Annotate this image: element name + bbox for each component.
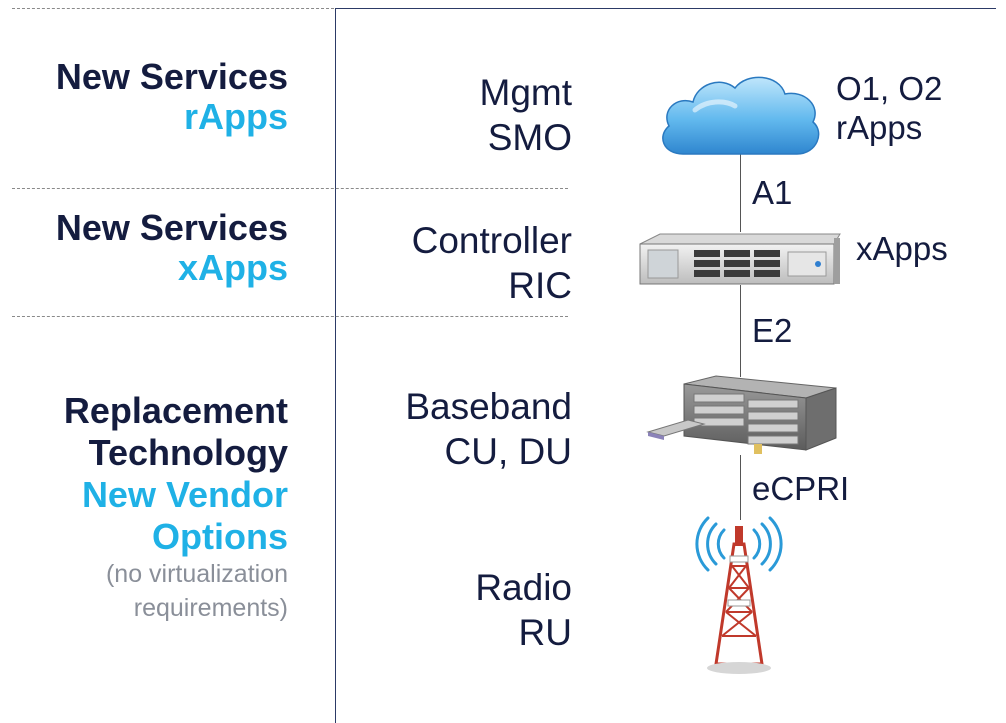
smo-label: Mgmt SMO — [480, 70, 573, 160]
xapps-subtitle: xApps — [177, 246, 288, 288]
radio-tower-icon — [695, 516, 783, 674]
connector-server-baseband — [740, 285, 741, 377]
connector-baseband-tower — [740, 455, 741, 520]
radio-label: Radio RU — [475, 565, 572, 655]
replacement-subtitle-line2: Options — [152, 516, 288, 558]
cloud-label: O1, O2 rApps — [836, 70, 942, 148]
xapps-group: New Services xApps — [56, 208, 288, 287]
ecpri-interface-label: eCPRI — [752, 470, 850, 507]
ric-label: Controller RIC — [412, 218, 572, 308]
connector-cloud-server — [740, 150, 741, 232]
baseband-line1: Baseband — [405, 386, 572, 427]
replacement-subtitle-line1: New Vendor — [81, 474, 288, 516]
divider-xapps-replacement — [12, 316, 568, 317]
server-label: xApps — [856, 230, 948, 267]
replacement-group: Replacement Technology New Vendor Option… — [64, 390, 288, 626]
replacement-title-line2: Technology — [88, 432, 288, 474]
radio-line1: Radio — [475, 567, 572, 608]
cloud-icon — [662, 76, 820, 155]
divider-top-left — [12, 8, 334, 9]
ric-line2: RIC — [508, 265, 572, 307]
smo-line2: SMO — [487, 117, 572, 159]
baseband-line2: CU, DU — [444, 431, 572, 473]
rapps-title: New Services — [55, 56, 288, 97]
rack-server-icon — [639, 233, 841, 285]
replacement-note-line2: requirements) — [133, 594, 288, 623]
radio-line2: RU — [518, 612, 572, 654]
e2-interface-label: E2 — [752, 312, 793, 349]
baseband-unit-icon — [646, 375, 837, 454]
divider-rapps-xapps — [12, 188, 568, 189]
rapps-subtitle: rApps — [183, 95, 288, 137]
a1-interface-label: A1 — [752, 174, 793, 211]
replacement-title-line1: Replacement — [63, 390, 288, 431]
baseband-label: Baseband CU, DU — [405, 384, 572, 474]
smo-line1: Mgmt — [479, 72, 573, 113]
replacement-note-line1: (no virtualization — [105, 560, 288, 589]
vertical-divider — [335, 8, 336, 723]
cloud-label-line1: O1, O2 — [836, 70, 943, 107]
ric-line1: Controller — [411, 220, 572, 261]
xapps-title: New Services — [55, 207, 288, 248]
frame-top-line — [336, 8, 996, 9]
cloud-label-line2: rApps — [836, 108, 923, 146]
rapps-group: New Services rApps — [56, 57, 288, 136]
